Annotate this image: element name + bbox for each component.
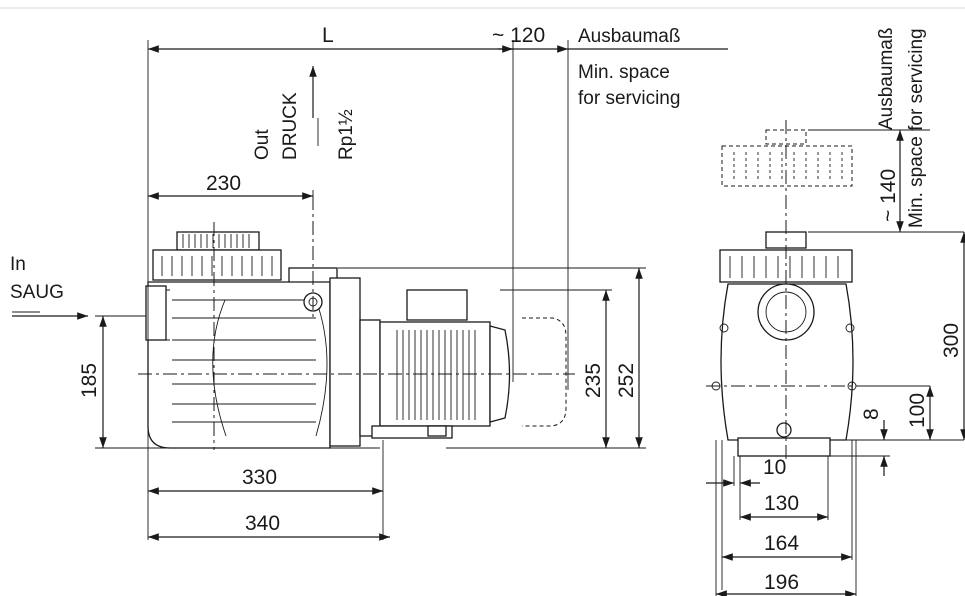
end-view: Ausbaumaß Min. space for servicing ~ 140… xyxy=(706,28,965,596)
side-view: L ~ 120 Ausbaumaß Min. space for servici… xyxy=(10,24,728,541)
motor-flange xyxy=(329,277,361,447)
dim-10: 10 xyxy=(763,456,786,479)
strainer-lid xyxy=(152,231,282,281)
removal-label-de: Ausbaumaß xyxy=(578,26,680,47)
outlet-thread-label: Rp1½ xyxy=(336,109,357,160)
dim-clearance-label: ~ 120 xyxy=(492,24,545,47)
outlet-label-de: DRUCK xyxy=(280,92,301,160)
motor xyxy=(371,289,511,439)
dim-330: 330 xyxy=(242,466,277,489)
inlet-label-en: In xyxy=(10,254,26,275)
dim-100: 100 xyxy=(906,393,929,428)
drain-plug xyxy=(776,422,792,438)
removal-label-en-side: Min. space for servicing xyxy=(906,28,927,228)
fan-cover-removal-ghost xyxy=(522,317,567,427)
dim-340: 340 xyxy=(245,512,280,535)
removal-label-en-1: Min. space xyxy=(578,62,670,83)
dim-164: 164 xyxy=(764,532,799,555)
dim-clearance-side: ~ 140 xyxy=(877,169,900,222)
dim-230: 230 xyxy=(206,172,241,195)
inlet-arrow xyxy=(12,311,88,320)
inlet-port xyxy=(145,285,167,341)
removal-label-de-side: Ausbaumaß xyxy=(876,28,897,130)
end-view-foot xyxy=(737,437,831,457)
outlet-arrow xyxy=(309,66,319,146)
dim-235: 235 xyxy=(582,363,605,398)
dim-8: 8 xyxy=(860,408,883,420)
dim-130: 130 xyxy=(764,492,799,515)
outlet-label-en: Out xyxy=(252,129,273,160)
dim-185: 185 xyxy=(78,363,101,398)
pump-housing xyxy=(147,281,331,449)
removal-label-en-2: for servicing xyxy=(578,88,680,109)
dim-252: 252 xyxy=(615,363,638,398)
lid-removed-ghost xyxy=(721,129,853,187)
dim-196: 196 xyxy=(764,571,799,594)
inlet-label-de: SAUG xyxy=(10,282,64,303)
dim-300: 300 xyxy=(940,323,963,358)
dim-length-label: L xyxy=(322,24,334,47)
